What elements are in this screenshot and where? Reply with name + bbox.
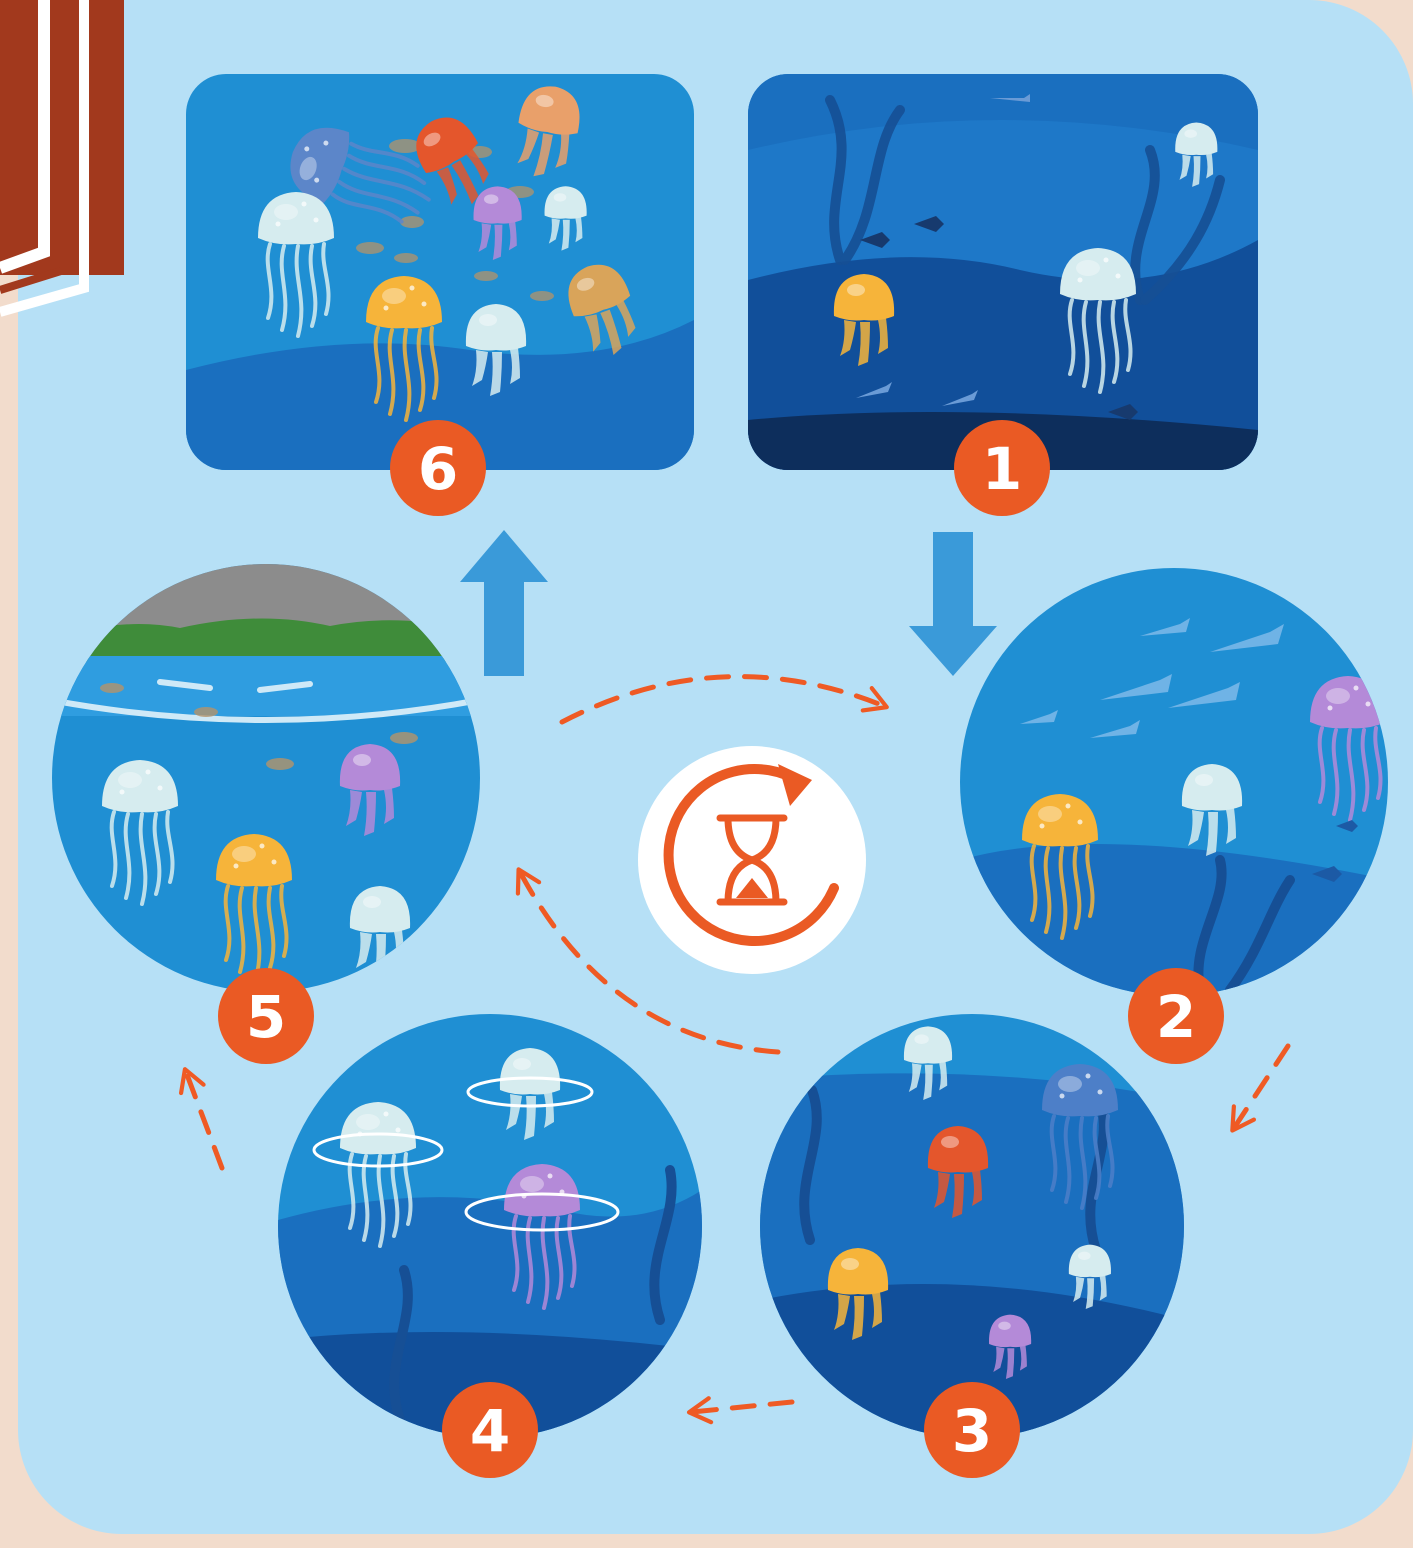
stage-3-scene (760, 1014, 1184, 1438)
hourglass-cycle-icon (638, 746, 866, 974)
stage-marker-2: 2 (1128, 968, 1224, 1064)
stage-marker-5: 5 (218, 968, 314, 1064)
corner-stripes (0, 0, 124, 312)
stage-marker-1: 1 (954, 420, 1050, 516)
stage-marker-4: 4 (442, 1382, 538, 1478)
stage-4-scene (278, 1014, 702, 1438)
stage-1-scene (748, 74, 1258, 470)
svg-text:2: 2 (1156, 983, 1196, 1051)
svg-text:4: 4 (470, 1397, 510, 1465)
svg-text:1: 1 (982, 435, 1022, 503)
stage-marker-3: 3 (924, 1382, 1020, 1478)
svg-text:3: 3 (952, 1397, 992, 1465)
stage-marker-6: 6 (390, 420, 486, 516)
svg-text:6: 6 (418, 435, 458, 503)
stage-6-scene (186, 74, 694, 470)
svg-text:5: 5 (246, 983, 286, 1051)
